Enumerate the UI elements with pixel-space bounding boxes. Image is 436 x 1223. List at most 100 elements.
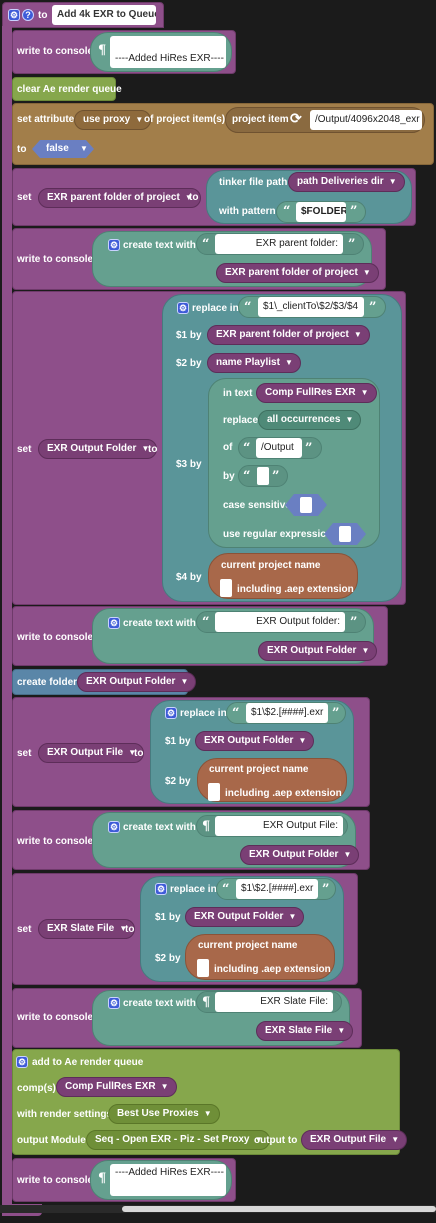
false-value-block[interactable]: false: [32, 140, 94, 158]
current-project-name-block[interactable]: [208, 553, 358, 599]
variable-name: EXR parent folder of project: [47, 192, 180, 203]
chevron-down-icon: ▼: [345, 415, 354, 424]
output-file-var-getter[interactable]: EXR Output File▼: [301, 1130, 408, 1150]
to-label: to: [148, 444, 158, 455]
of-text-field[interactable]: /Output: [256, 438, 302, 458]
gear-icon[interactable]: ⚙: [108, 821, 120, 833]
render-settings-dropdown[interactable]: Best Use Proxies▼: [108, 1104, 220, 1124]
include-extension-checkbox[interactable]: [208, 783, 220, 801]
console-text-field[interactable]: EXR parent folder:: [215, 234, 343, 254]
false-value: false: [46, 143, 69, 154]
current-project-name-block[interactable]: [197, 758, 347, 802]
chevron-down-icon: ▼: [141, 444, 150, 453]
chevron-down-icon: ▼: [80, 144, 88, 153]
parent-folder-var-dropdown[interactable]: EXR parent folder of project▼: [38, 188, 201, 208]
playlist-var-getter[interactable]: name Playlist▼: [207, 353, 301, 373]
path-deliveries-dropdown[interactable]: path Deliveries dir▼: [288, 172, 405, 192]
project-item-path-field[interactable]: /Output/4096x2048_exr: [310, 110, 422, 130]
create-text-label: create text with: [123, 240, 196, 251]
pilcrow-icon: ¶: [202, 995, 211, 1010]
close-quote-icon: ”: [348, 237, 356, 252]
group2-by-label: $2 by: [155, 953, 181, 964]
comp-fullres-exr-dropdown[interactable]: Comp FullRes EXR▼: [56, 1077, 177, 1097]
slate-file-var-getter[interactable]: EXR Slate File▼: [256, 1021, 354, 1041]
include-extension-checkbox[interactable]: [197, 959, 209, 977]
console-text-field[interactable]: EXR Slate File:: [215, 992, 333, 1012]
use-regex-checkbox[interactable]: [324, 523, 366, 545]
gear-icon[interactable]: ⚙: [177, 302, 189, 314]
create-folder-label: create folder: [17, 677, 78, 688]
open-quote-icon: “: [222, 882, 230, 897]
gear-icon[interactable]: ⚙: [16, 1056, 28, 1068]
attribute-value: use proxy: [83, 114, 131, 125]
refresh-icon[interactable]: ⟳: [290, 110, 302, 126]
console-text-field[interactable]: ----Added HiRes EXR----: [110, 36, 226, 68]
gear-icon[interactable]: ⚙: [155, 883, 167, 895]
clear-render-queue-label: clear Ae render queue: [17, 84, 122, 95]
parent-folder-var-getter[interactable]: EXR parent folder of project▼: [207, 325, 370, 345]
parent-folder-var-getter[interactable]: EXR parent folder of project▼: [216, 263, 379, 283]
replace-in-label: replace in: [170, 884, 217, 895]
chevron-down-icon: ▼: [298, 736, 307, 745]
replace-text-block[interactable]: [208, 378, 380, 548]
output-folder-var-dropdown[interactable]: EXR Output Folder▼: [38, 439, 158, 459]
pattern-text-field[interactable]: $1\$2.[####].exr: [246, 703, 328, 723]
comps-label: comp(s): [17, 1083, 56, 1094]
gear-icon[interactable]: ⚙: [165, 707, 177, 719]
write-console-label: write to console: [17, 632, 94, 643]
current-project-name-block[interactable]: [185, 934, 335, 980]
output-folder-var-getter[interactable]: EXR Output Folder▼: [195, 731, 315, 751]
gear-icon[interactable]: ⚙: [108, 617, 120, 629]
current-project-name-label: current project name: [209, 764, 309, 775]
output-folder-var-getter[interactable]: EXR Output Folder▼: [77, 672, 197, 692]
include-extension-checkbox[interactable]: [220, 579, 232, 597]
variable-name: EXR Output Folder: [194, 911, 284, 922]
output-folder-var-getter[interactable]: EXR Output Folder▼: [185, 907, 305, 927]
attribute-dropdown[interactable]: use proxy▼: [74, 110, 152, 130]
output-folder-var-getter[interactable]: EXR Output Folder▼: [258, 641, 378, 661]
add-render-queue-label: add to Ae render queue: [32, 1057, 144, 1068]
chevron-down-icon: ▼: [160, 1082, 169, 1091]
to-label: to: [125, 924, 135, 935]
write-console-label: write to console: [17, 836, 94, 847]
group2-by-label: $2 by: [176, 358, 202, 369]
console-text-field[interactable]: EXR Output folder:: [215, 612, 345, 632]
case-sensitive-label: case sensitive: [223, 500, 291, 511]
slate-file-var-dropdown[interactable]: EXR Slate File▼: [38, 919, 136, 939]
to-label: to: [189, 192, 199, 203]
console-text-field[interactable]: EXR Output File:: [215, 816, 343, 836]
pattern-text-field[interactable]: $1\$2.[####].exr: [236, 879, 318, 899]
by-text-field[interactable]: [257, 467, 269, 485]
render-settings-value: Best Use Proxies: [117, 1108, 199, 1119]
scrollbar-thumb[interactable]: [122, 1206, 436, 1212]
output-file-var-dropdown[interactable]: EXR Output File▼: [38, 743, 145, 763]
pattern-text-field[interactable]: $1\_clientTo\$2/$3/$4: [258, 297, 364, 317]
chevron-down-icon: ▼: [254, 1135, 263, 1144]
chevron-down-icon: ▼: [119, 924, 128, 933]
gear-icon[interactable]: ⚙: [8, 9, 20, 21]
gear-icon[interactable]: ⚙: [108, 997, 120, 1009]
chevron-down-icon: ▼: [180, 677, 189, 686]
occurrences-dropdown[interactable]: all occurrences▼: [258, 410, 362, 430]
help-icon[interactable]: ?: [22, 9, 34, 21]
gear-icon[interactable]: ⚙: [108, 239, 120, 251]
output-module-value: Seq - Open EXR - Piz - Set Proxy: [95, 1134, 250, 1145]
close-quote-icon: ”: [322, 882, 330, 897]
group1-by-label: $1 by: [155, 912, 181, 923]
case-sensitive-checkbox[interactable]: [285, 494, 327, 516]
output-module-dropdown[interactable]: Seq - Open EXR - Piz - Set Proxy ▼: [86, 1130, 271, 1150]
write-console-label: write to console: [17, 1012, 94, 1023]
pattern-text-field[interactable]: $FOLDER: [296, 202, 346, 222]
chevron-down-icon: ▼: [343, 850, 352, 859]
variable-name: name Playlist: [216, 357, 280, 368]
open-quote-icon: “: [202, 237, 210, 252]
procedure-name-field[interactable]: Add 4k EXR to Queue: [52, 5, 156, 25]
variable-name: EXR Output File: [310, 1134, 387, 1145]
console-text-field[interactable]: ----Added HiRes EXR----: [110, 1164, 226, 1196]
including-extension-label: including .aep extension: [237, 584, 354, 595]
comp-fullres-exr-dropdown[interactable]: Comp FullRes EXR▼: [256, 383, 377, 403]
output-folder-var-getter[interactable]: EXR Output Folder▼: [240, 845, 360, 865]
clear-render-queue-block[interactable]: [12, 77, 116, 101]
open-quote-icon: “: [202, 615, 210, 630]
project-item-label: project item: [232, 114, 289, 125]
